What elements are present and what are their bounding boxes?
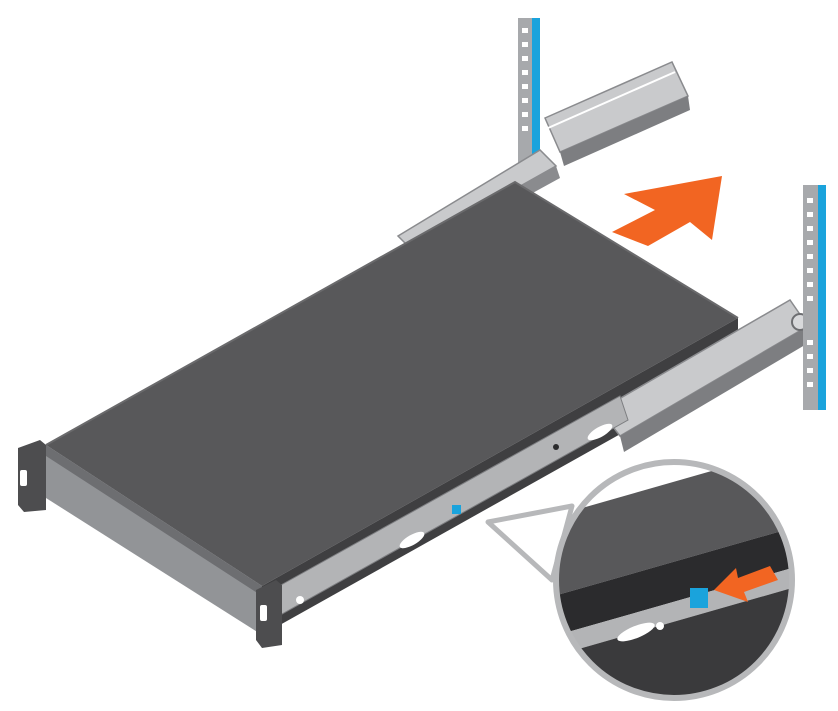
rear-rail-extension [545, 62, 690, 166]
orange-arrow-icon [612, 176, 722, 246]
rear-rack-post-left [518, 18, 540, 168]
front-rack-post-right [803, 185, 826, 410]
rack-ear-left [18, 440, 46, 512]
detail-callout [488, 440, 820, 711]
blue-release-tab-icon [452, 505, 461, 514]
post-blue-stripe [532, 18, 540, 168]
post-blue-stripe-front [818, 185, 826, 410]
rack-ear-right [256, 580, 282, 648]
callout-blue-release-tab-icon [690, 588, 708, 608]
